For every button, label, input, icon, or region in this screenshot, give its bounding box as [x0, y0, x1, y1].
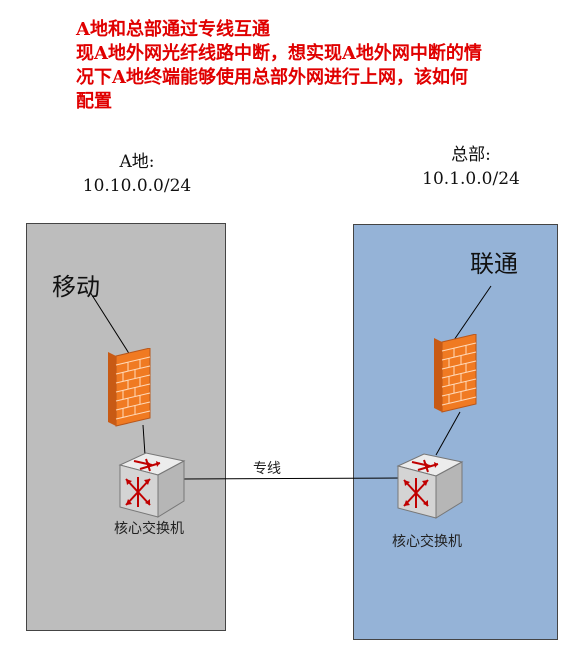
firewall-icon — [108, 348, 151, 427]
question-line-3: 况下A地终端能够使用总部外网进行上网，该如何 — [76, 67, 468, 88]
site-a-header: A地: 10.10.0.0/24 — [62, 150, 212, 198]
hq-name: 总部: — [451, 145, 491, 165]
hq-fw-switch-link — [435, 411, 461, 456]
leased-line-label: 专线 — [253, 461, 281, 477]
site-a-switch-label: 核心交换机 — [114, 521, 184, 537]
question-line-4: 配置 — [76, 91, 112, 112]
site-a-isp-uplink — [89, 291, 131, 356]
core-switch-icon — [396, 453, 464, 519]
question-text: A地和总部通过专线互通 现A地外网光纤线路中断，想实现A地外网中断的情 况下A地… — [76, 18, 576, 114]
firewall-icon — [434, 334, 477, 413]
site-a-fw-switch-link — [142, 424, 146, 456]
site-a-panel — [26, 223, 226, 631]
site-a-subnet: 10.10.0.0/24 — [82, 176, 192, 196]
hq-switch-label: 核心交换机 — [392, 534, 462, 550]
site-a-isp-label: 移动 — [52, 273, 100, 301]
site-a-name: A地: — [119, 152, 155, 172]
hq-header: 总部: 10.1.0.0/24 — [396, 143, 546, 191]
core-switch-icon — [118, 452, 186, 518]
leased-line — [181, 477, 403, 480]
hq-isp-label: 联通 — [470, 250, 518, 278]
question-line-2: 现A地外网光纤线路中断，想实现A地外网中断的情 — [76, 43, 482, 64]
hq-subnet: 10.1.0.0/24 — [422, 169, 520, 189]
hq-panel — [353, 224, 558, 640]
question-line-1: A地和总部通过专线互通 — [76, 19, 270, 40]
hq-isp-uplink — [453, 285, 492, 341]
